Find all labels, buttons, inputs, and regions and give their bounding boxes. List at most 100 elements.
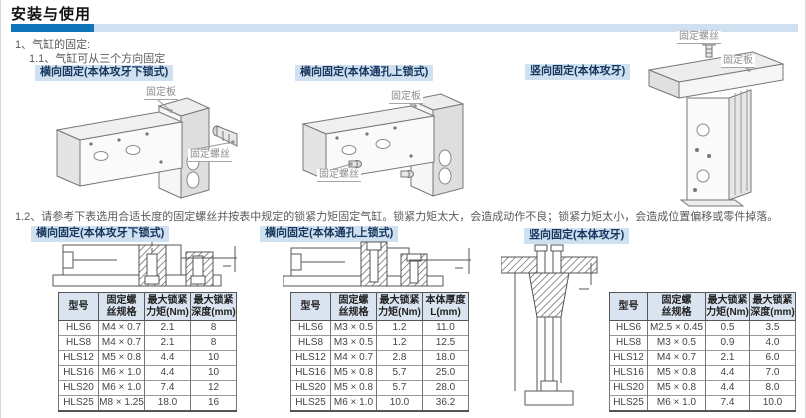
section-title-top-lock: 横向固定(本体通孔上锁式) bbox=[260, 226, 399, 242]
table-cell: M3 × 0.5 bbox=[330, 335, 377, 351]
figure3-plate-label: 固定板 bbox=[721, 55, 755, 68]
table-cell: 12.5 bbox=[422, 335, 469, 351]
col-header-screw: 固定螺 丝规格 bbox=[330, 292, 377, 321]
table-cell: 2.1 bbox=[705, 350, 750, 366]
table-cell: 7.4 bbox=[705, 395, 750, 411]
table-cell: HLS12 bbox=[609, 350, 648, 366]
table-cell: M8 × 1.25 bbox=[98, 395, 145, 411]
page-title: 安装与使用 bbox=[11, 6, 92, 23]
table-cell: 28.0 bbox=[422, 380, 469, 396]
table-cell: 5.7 bbox=[376, 365, 423, 381]
table-cell: 2.1 bbox=[144, 335, 191, 351]
table-cell: 18.0 bbox=[144, 395, 191, 411]
intro-line-2: 1.1、气缸可从三个方向固定 bbox=[29, 53, 166, 65]
col-header-screw: 固定螺 丝规格 bbox=[647, 292, 706, 321]
table-cell: M4 × 0.7 bbox=[330, 350, 377, 366]
figure-vertical-drawing bbox=[647, 37, 785, 207]
col-header-model: 型号 bbox=[58, 292, 99, 321]
table-cell: 2.1 bbox=[144, 320, 191, 336]
figure-title-top-lock: 横向固定(本体通孔上锁式) bbox=[295, 65, 434, 81]
figure-title-bottom-lock: 横向固定(本体攻牙下锁式) bbox=[35, 65, 174, 81]
table-cell: HLS20 bbox=[58, 380, 99, 396]
figure2-plate-label: 固定板 bbox=[389, 91, 423, 104]
table-cell: 5.7 bbox=[376, 380, 423, 396]
table-cell: HLS6 bbox=[609, 320, 648, 336]
table-cell: 16 bbox=[190, 395, 237, 411]
table-cell: M6 × 1.0 bbox=[330, 395, 377, 411]
table-cell: M4 × 0.7 bbox=[98, 320, 145, 336]
table-cell: HLS16 bbox=[290, 365, 331, 381]
col-header-thickness: 本体厚度 L(mm) bbox=[422, 292, 469, 321]
table-cell: HLS8 bbox=[290, 335, 331, 351]
table-cell: 10.0 bbox=[749, 395, 796, 411]
table-cell: M4 × 0.7 bbox=[98, 335, 145, 351]
table-cell: 8 bbox=[190, 320, 237, 336]
table-cell: HLS12 bbox=[290, 350, 331, 366]
table-cell: HLS25 bbox=[609, 395, 648, 411]
table-cell: 0.5 bbox=[705, 320, 750, 336]
table-cell: 4.4 bbox=[144, 350, 191, 366]
col-header-model: 型号 bbox=[290, 292, 331, 321]
table-cell: M6 × 1.0 bbox=[98, 365, 145, 381]
figure1-plate-label: 固定板 bbox=[144, 87, 178, 100]
table-cell: 3.5 bbox=[749, 320, 796, 336]
table-cell: 7.0 bbox=[749, 365, 796, 381]
table-cell: HLS16 bbox=[58, 365, 99, 381]
table-cell: M5 × 0.8 bbox=[330, 365, 377, 381]
table-cell: HLS6 bbox=[58, 320, 99, 336]
table-cell: HLS8 bbox=[609, 335, 648, 351]
table-cell: 4.0 bbox=[749, 335, 796, 351]
table-cell: M4 × 0.7 bbox=[647, 350, 706, 366]
table-cell: M5 × 0.8 bbox=[647, 365, 706, 381]
col-header-depth: 最大锁紧 深度(mm) bbox=[749, 292, 796, 321]
figure-horizontal-top-lock-drawing bbox=[301, 93, 465, 197]
table-cell: HLS20 bbox=[290, 380, 331, 396]
table-cell: 2.8 bbox=[376, 350, 423, 366]
table-cell: 8 bbox=[190, 335, 237, 351]
table-cell: HLS12 bbox=[58, 350, 99, 366]
table-cell: 18.0 bbox=[422, 350, 469, 366]
table-cell: M6 × 1.0 bbox=[98, 380, 145, 396]
section-title-vertical: 竖向固定(本体攻牙) bbox=[524, 228, 630, 244]
table-cell: 4.4 bbox=[705, 365, 750, 381]
table-cell: HLS8 bbox=[58, 335, 99, 351]
table-cell: 7.4 bbox=[144, 380, 191, 396]
table-cell: 1.2 bbox=[376, 320, 423, 336]
header-accent-bar-dark bbox=[11, 24, 94, 32]
table-cell: 0.9 bbox=[705, 335, 750, 351]
table-cell: HLS20 bbox=[609, 380, 648, 396]
col-header-depth: 最大锁紧 深度(mm) bbox=[190, 292, 237, 321]
intro-line-1: 1、气缸的固定: bbox=[15, 39, 91, 51]
table-cell: M2.5 × 0.45 bbox=[647, 320, 706, 336]
col-header-torque: 最大锁紧 力矩(Nm) bbox=[144, 292, 191, 321]
table-cell: 12 bbox=[190, 380, 237, 396]
table-header-row: 型号 固定螺 丝规格 最大锁紧 力矩(Nm) 最大锁紧 深度(mm) bbox=[609, 292, 796, 321]
table-cell: M5 × 0.8 bbox=[330, 380, 377, 396]
table-cell: 11.0 bbox=[422, 320, 469, 336]
table-cell: 10 bbox=[190, 365, 237, 381]
table-cell: M5 × 0.8 bbox=[98, 350, 145, 366]
table-cell: M5 × 0.8 bbox=[647, 380, 706, 396]
table-cell: HLS16 bbox=[609, 365, 648, 381]
col-header-torque: 最大锁紧 力矩(Nm) bbox=[705, 292, 750, 321]
table-header-row: 型号 固定螺 丝规格 最大锁紧 力矩(Nm) 最大锁紧 深度(mm) bbox=[58, 292, 237, 321]
table-cell: 36.2 bbox=[422, 395, 469, 411]
note-1-2: 1.2、请参考下表选用合适长度的固定螺丝并按表中规定的锁紧力矩固定气缸。锁紧力矩… bbox=[15, 211, 779, 223]
cross-section-bottom-lock bbox=[52, 242, 237, 287]
